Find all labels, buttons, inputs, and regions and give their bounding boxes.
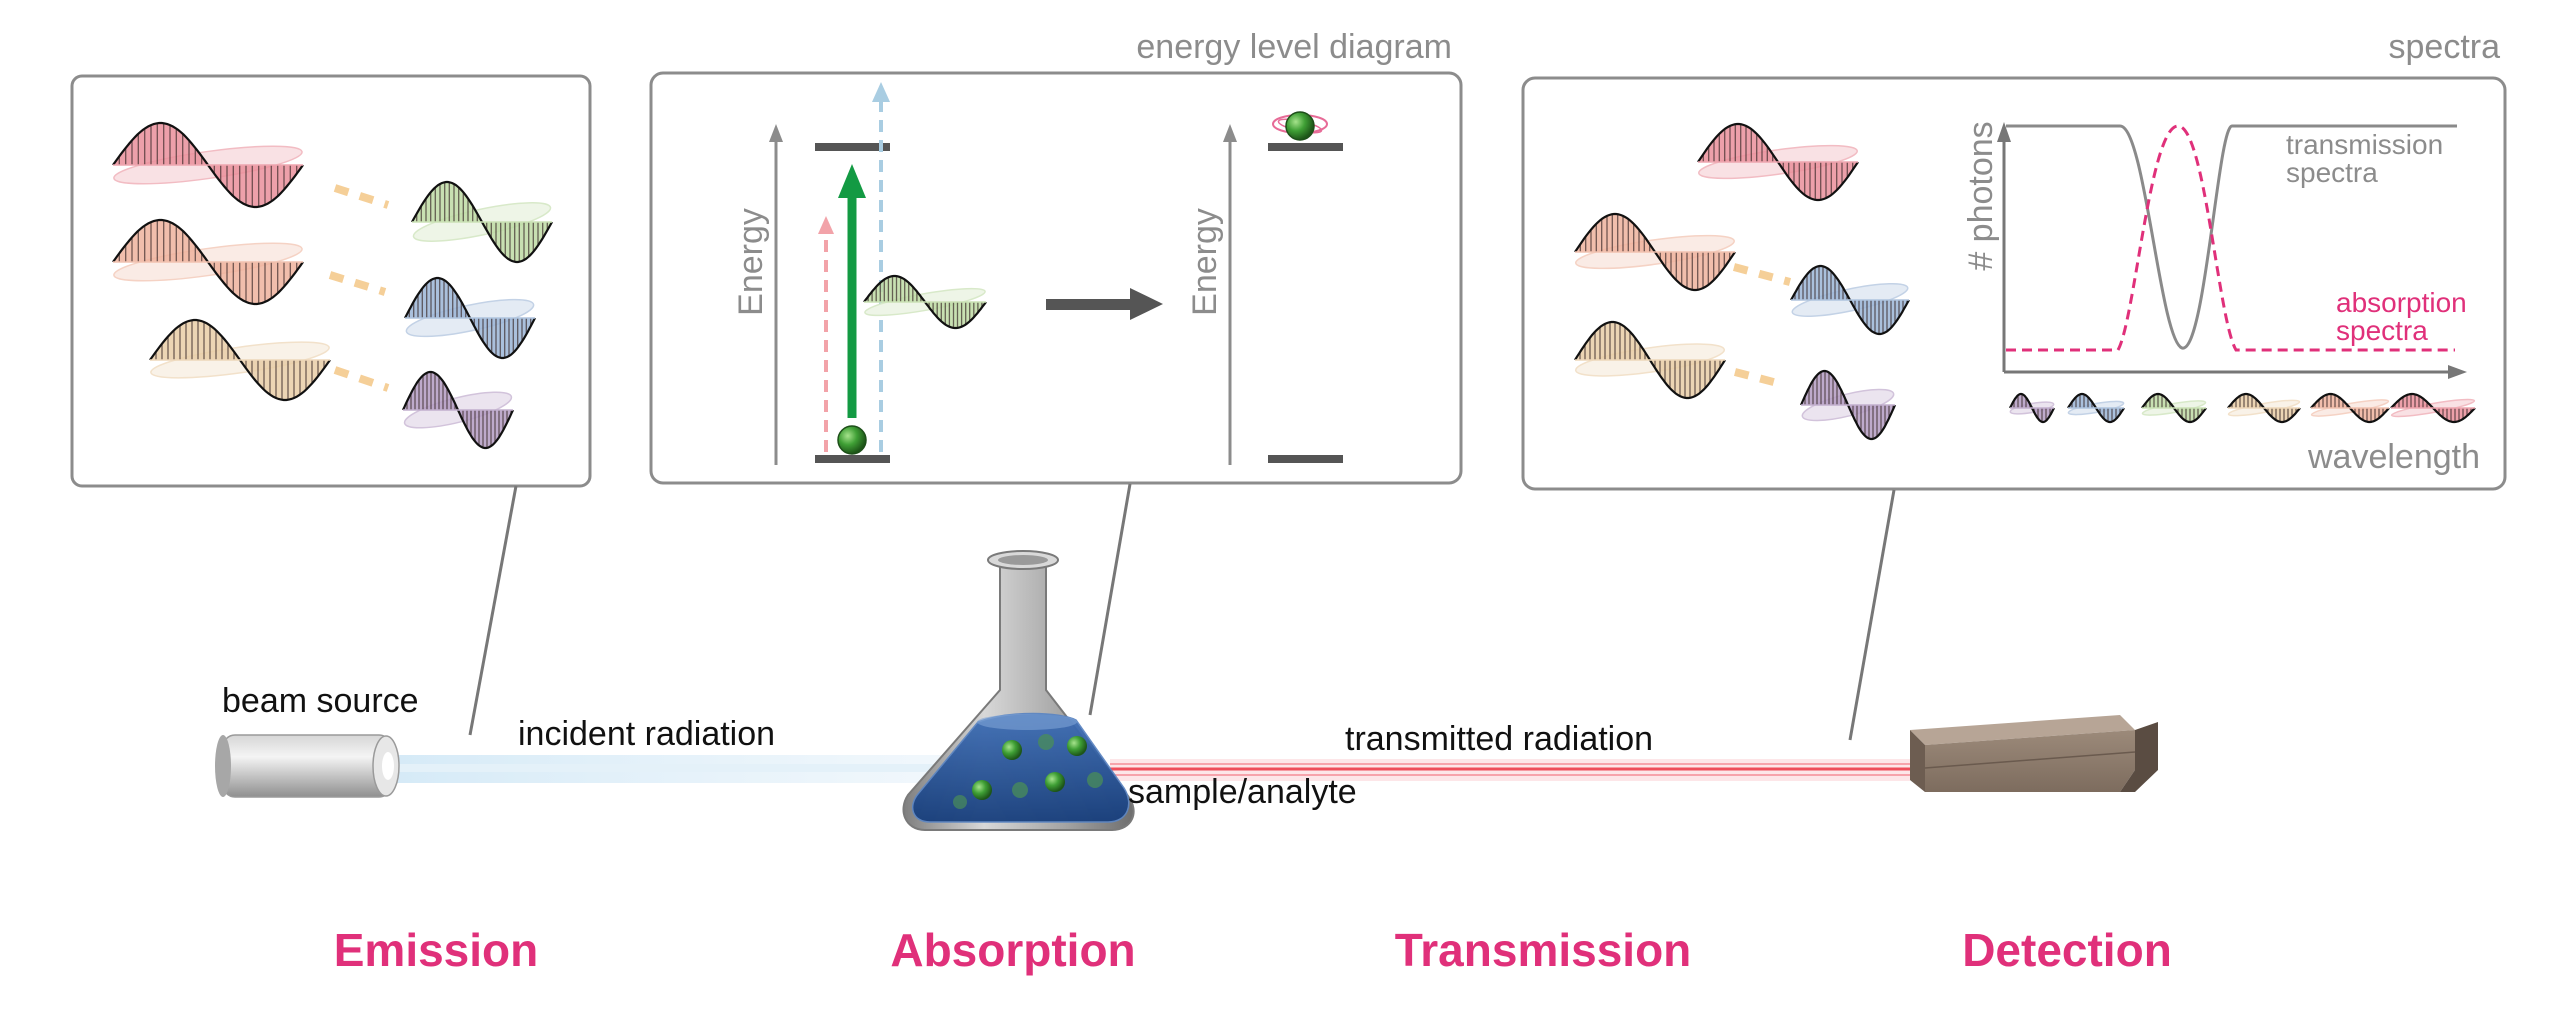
absorption-label-line2: spectra [2336, 315, 2428, 346]
molecule-4 [972, 780, 992, 800]
wave-icon [863, 274, 987, 330]
ground-level-right [1268, 455, 1343, 463]
stage-absorption: Absorption [890, 924, 1135, 976]
wavelength-wave-row [2009, 392, 2476, 424]
stage-detection: Detection [1962, 924, 2172, 976]
beam-source-icon [215, 734, 400, 798]
beam-source-label: beam source [222, 682, 419, 720]
excited-molecule-icon [1285, 111, 1315, 141]
wave-icon [1697, 122, 1859, 202]
wave-icon [2227, 392, 2301, 424]
upper-level-right [1268, 143, 1343, 151]
wave-icon [2390, 392, 2476, 424]
wave-icon [1574, 212, 1736, 292]
transmission-curve [2006, 124, 2457, 350]
molecule-3 [1067, 736, 1087, 756]
energy-level-panel-title: energy level diagram [1136, 28, 1452, 66]
molecule-5 [1012, 782, 1028, 798]
flask-icon [902, 550, 1135, 831]
energy-axis-label-right: Energy [1186, 208, 1224, 316]
wave-icon [2141, 392, 2207, 424]
pink-dashed-arrow-head [818, 216, 834, 234]
wave-icon [1574, 320, 1726, 400]
energy-diagram-right: Energy [1186, 111, 1343, 465]
wave-icon [149, 318, 331, 402]
blue-dashed-arrow-head [872, 82, 890, 102]
molecule-7 [1087, 772, 1103, 788]
wave-icon [1799, 369, 1897, 441]
wave-icon [112, 121, 304, 209]
process-arrow [1046, 288, 1163, 320]
absorption-curve [2006, 124, 2455, 352]
wave-icon [402, 370, 514, 450]
molecule-8 [953, 795, 967, 809]
upper-level-left [815, 143, 890, 151]
energy-diagram-left: Energy [732, 82, 987, 465]
wave-icon [2009, 392, 2055, 424]
molecule-icon [837, 425, 867, 455]
emission-connector-3 [333, 366, 390, 392]
absorption-callout-line [1088, 483, 1132, 716]
spectra-connector-1 [1732, 263, 1792, 286]
transmission-label-line1: transmission [2286, 129, 2443, 160]
spectra-ylabel: # photons [1962, 121, 2000, 270]
wave-icon [1790, 264, 1910, 336]
spectra-panel-title: spectra [2389, 28, 2501, 66]
molecule-1 [1002, 740, 1022, 760]
stage-transmission: Transmission [1395, 924, 1692, 976]
sample-analyte-label: sample/analyte [1128, 773, 1357, 811]
stage-emission: Emission [334, 924, 539, 976]
spectra-panel [1521, 76, 2507, 491]
wave-icon [2067, 392, 2125, 424]
wave-icon [411, 180, 553, 264]
wave-icon [404, 276, 536, 360]
wave-icon [112, 218, 304, 306]
transmission-label-line2: spectra [2286, 157, 2378, 188]
wave-icon [2310, 392, 2390, 424]
spectra-panel-waves [1574, 122, 1910, 441]
emission-waves [112, 121, 553, 450]
green-transition-arrow-head [838, 164, 866, 198]
transmitted-beam [1110, 759, 1910, 781]
molecule-2 [1038, 734, 1054, 750]
incident-radiation-label: incident radiation [518, 715, 775, 753]
absorption-label-line1: absorption [2336, 287, 2467, 318]
detector-icon [1910, 715, 2158, 792]
spectra-plot: # photons wavelength transmission spectr… [1962, 121, 2480, 476]
spectra-connector-2 [1733, 368, 1787, 389]
energy-axis-label-left: Energy [732, 208, 770, 316]
emission-connector-2 [328, 271, 387, 296]
transmitted-radiation-label: transmitted radiation [1345, 720, 1653, 758]
emission-callout-line [468, 485, 518, 736]
absorbed-photon-wave [863, 274, 987, 330]
emission-connector-1 [333, 184, 390, 209]
detection-callout-line [1848, 489, 1896, 741]
ground-level-left [815, 455, 890, 463]
spectra-xlabel: wavelength [2307, 438, 2480, 476]
molecule-6 [1045, 772, 1065, 792]
